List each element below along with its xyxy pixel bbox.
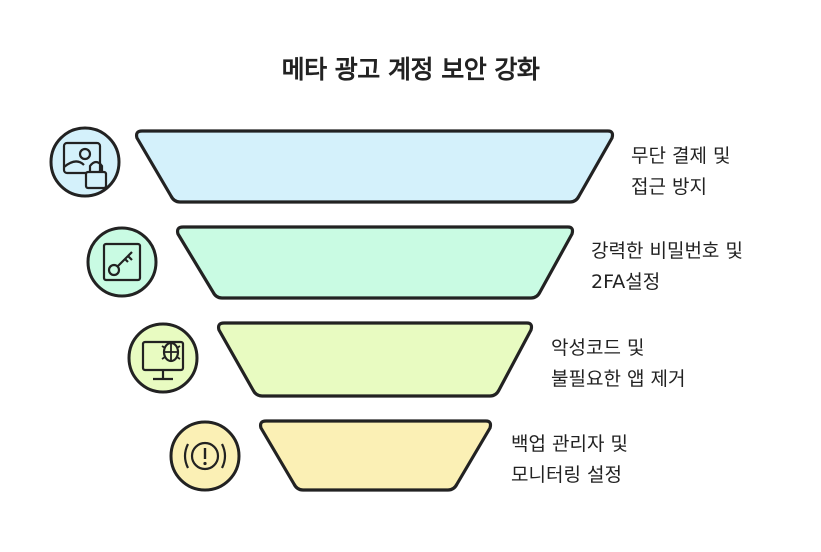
stage-1-label: 무단 결제 및 접근 방지 bbox=[631, 141, 730, 203]
stage-1-label-line2: 접근 방지 bbox=[631, 176, 707, 198]
stage-3-label: 악성코드 및 불필요한 앱 제거 bbox=[551, 333, 685, 395]
funnel-stage-4 bbox=[169, 419, 493, 492]
stage-4-label-line2: 모니터링 설정 bbox=[511, 464, 622, 486]
alert-icon bbox=[169, 420, 241, 492]
funnel-stage-2 bbox=[86, 225, 575, 300]
funnel-stage-1 bbox=[49, 126, 615, 204]
funnel-band-3 bbox=[216, 321, 534, 398]
funnel-band-4 bbox=[258, 419, 493, 492]
key-icon bbox=[86, 226, 158, 298]
funnel-band-2 bbox=[175, 225, 575, 300]
diagram-title: 메타 광고 계정 보안 강화 bbox=[281, 55, 540, 84]
stage-1-label-line1: 무단 결제 및 bbox=[631, 145, 731, 167]
funnel-band-1 bbox=[134, 129, 615, 204]
image-lock-icon bbox=[49, 126, 121, 198]
stage-2-label-line1: 강력한 비밀번호 및 bbox=[591, 240, 743, 262]
stage-4-label-line1: 백업 관리자 및 bbox=[511, 433, 628, 455]
bug-monitor-icon bbox=[127, 322, 199, 394]
stage-3-label-line1: 악성코드 및 bbox=[551, 337, 645, 359]
funnel-stage-3 bbox=[127, 321, 534, 398]
stage-2-label: 강력한 비밀번호 및 2FA설정 bbox=[591, 236, 743, 298]
stage-2-label-line2: 2FA설정 bbox=[591, 271, 661, 293]
stage-3-label-line2: 불필요한 앱 제거 bbox=[551, 368, 686, 390]
stage-4-label: 백업 관리자 및 모니터링 설정 bbox=[511, 429, 628, 491]
